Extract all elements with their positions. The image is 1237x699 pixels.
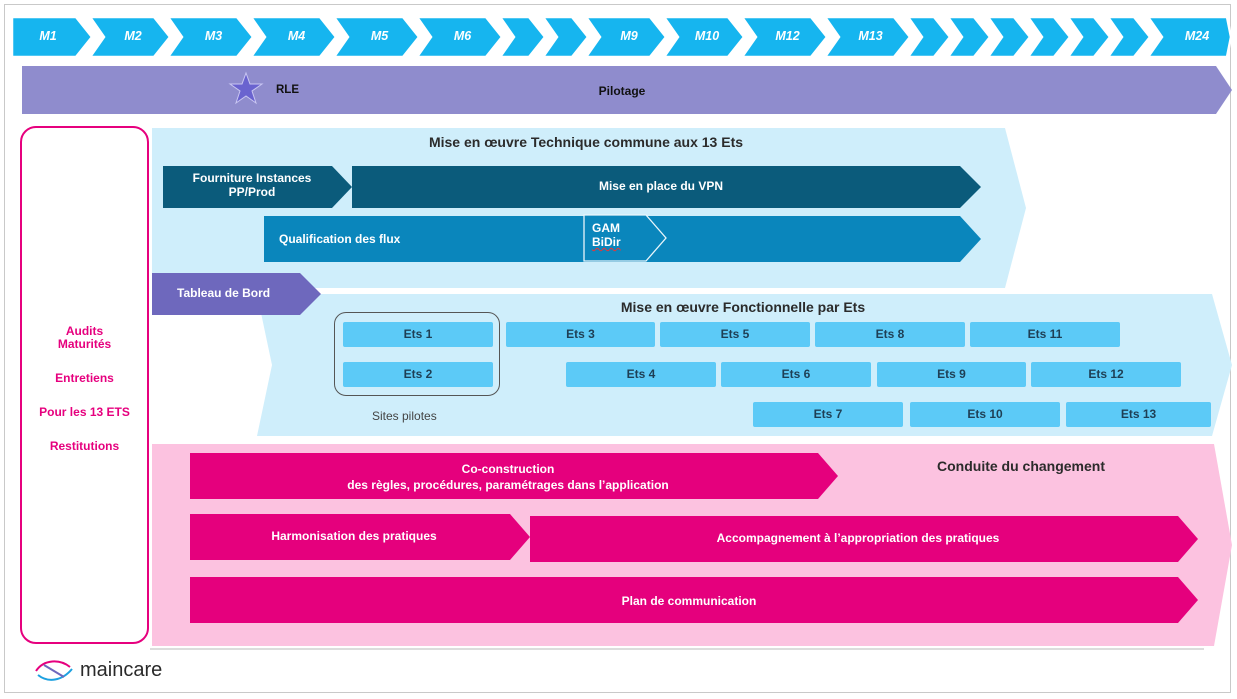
changement-title: Conduite du changement (937, 458, 1105, 474)
ets-10: Ets 10 (910, 402, 1060, 427)
ets-7: Ets 7 (753, 402, 903, 427)
milestone-label: M24 (1184, 29, 1210, 43)
sidebar-audits: Audits (65, 324, 104, 338)
timeline-chevron (1145, 15, 1233, 59)
qualification-label: Qualification des flux (279, 232, 401, 246)
communication-arrow (190, 577, 1198, 623)
timeline-chevron (165, 15, 255, 59)
timeline-chevrons (10, 15, 1233, 59)
milestone-label: M1 (39, 29, 57, 43)
timeline-chevron (583, 15, 668, 59)
milestone-label: M5 (370, 29, 389, 43)
ets-13: Ets 13 (1066, 402, 1211, 427)
communication-label: Plan de communication (621, 594, 757, 608)
timeline-chevron (248, 15, 338, 59)
milestone-label: M2 (124, 29, 142, 43)
timeline-chevron (10, 15, 94, 59)
sidebar-restitutions: Restitutions (49, 439, 120, 453)
sites-pilotes-caption: Sites pilotes (372, 409, 437, 423)
timeline-chevron (985, 15, 1032, 59)
ets-8: Ets 8 (815, 322, 965, 347)
fourniture-line1: Fourniture Instances (192, 171, 312, 185)
pilotage-label: Pilotage (598, 84, 646, 98)
timeline-chevron (497, 15, 547, 59)
accompagnement-arrow (530, 516, 1198, 562)
timeline-chevron (540, 15, 590, 59)
vpn-arrow (352, 166, 981, 208)
star-icon (228, 71, 264, 105)
timeline-chevron (822, 15, 912, 59)
sites-pilotes-frame (334, 312, 500, 396)
rle-label: RLE (276, 84, 299, 96)
vpn-label: Mise en place du VPN (598, 179, 724, 193)
ets-2: Ets 2 (343, 362, 493, 387)
ets-11: Ets 11 (970, 322, 1120, 347)
timeline-chevron (739, 15, 829, 59)
ets-9: Ets 9 (877, 362, 1026, 387)
ets-5: Ets 5 (660, 322, 810, 347)
audit-panel (20, 126, 149, 644)
ets-3: Ets 3 (506, 322, 655, 347)
timeline-chevron (1025, 15, 1072, 59)
technique-title: Mise en œuvre Technique commune aux 13 E… (428, 134, 744, 150)
milestone-label: M6 (453, 29, 472, 43)
timeline-chevron (905, 15, 952, 59)
sidebar-entretiens: Entretiens (55, 371, 114, 385)
coconstruction-line1: Co-construction (461, 462, 555, 476)
gam-bidir-label: GAM BiDir (584, 215, 646, 262)
milestone-label: M4 (287, 29, 306, 43)
gam-box (583, 214, 667, 262)
timeline-chevron (331, 15, 421, 59)
milestone-label: M10 (694, 29, 720, 43)
accompagnement-label: Accompagnement à l’appropriation des pra… (716, 531, 1000, 545)
fourniture-line2: PP/Prod (228, 185, 276, 199)
timeline-chevron (661, 15, 746, 59)
sidebar-pour-13-ets: Pour les 13 ETS (39, 405, 130, 419)
maincare-logo-text: maincare (80, 658, 163, 681)
milestone-label: M13 (858, 29, 883, 43)
milestone-label: M9 (620, 29, 638, 43)
harmonisation-arrow (190, 514, 530, 560)
ets-1: Ets 1 (343, 322, 493, 347)
harmonisation-label: Harmonisation des pratiques (271, 529, 437, 543)
tableau-label: Tableau de Bord (177, 286, 271, 300)
ets-12: Ets 12 (1031, 362, 1181, 387)
maincare-logo: maincare (34, 657, 162, 683)
bidir-label: BiDir (592, 235, 621, 249)
milestone-label: M3 (204, 29, 223, 43)
timeline-chevron (945, 15, 992, 59)
timeline-chevron (87, 15, 172, 59)
ets-6: Ets 6 (721, 362, 871, 387)
coconstruction-arrow (190, 453, 838, 499)
pilotage-bar (22, 66, 1232, 114)
maincare-logo-icon (35, 660, 73, 681)
sidebar-maturites: Maturités (57, 337, 112, 351)
fonctionnelle-title: Mise en œuvre Fonctionnelle par Ets (620, 299, 866, 315)
milestone-label: M12 (775, 29, 800, 43)
gam-label: GAM (592, 221, 620, 235)
tableau-arrow (152, 273, 321, 315)
ets-4: Ets 4 (566, 362, 716, 387)
timeline-chevron (414, 15, 504, 59)
timeline-chevron (1105, 15, 1152, 59)
coconstruction-line2: des règles, procédures, paramétrages dan… (347, 478, 669, 492)
timeline-chevron (1065, 15, 1112, 59)
fourniture-arrow (163, 166, 352, 208)
